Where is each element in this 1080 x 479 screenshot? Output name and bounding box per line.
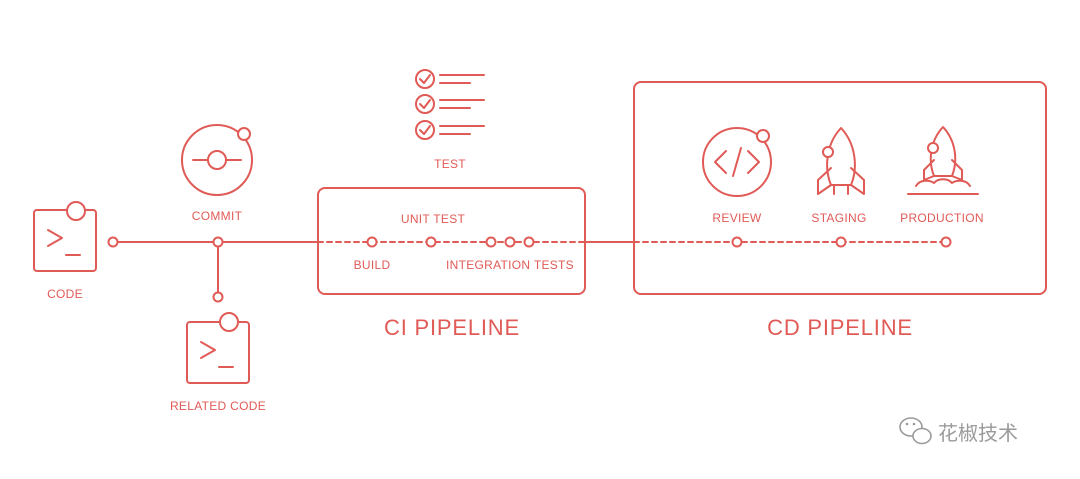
staging-label: STAGING — [811, 211, 866, 225]
cd-pipeline-box — [633, 81, 1047, 295]
ci-pipeline-box — [317, 187, 586, 295]
commit-label: COMMIT — [192, 209, 243, 223]
production-label: PRODUCTION — [900, 211, 984, 225]
unit-test-node — [425, 236, 437, 248]
commit-node — [212, 236, 224, 248]
review-label: REVIEW — [712, 211, 762, 225]
production-rocket-icon — [907, 126, 979, 195]
integration-tests-label: INTEGRATION TESTS — [446, 258, 574, 272]
ci-pipeline-title: CI PIPELINE — [384, 315, 520, 340]
integration-test-node-3 — [523, 236, 535, 248]
integration-test-node-2 — [504, 236, 516, 248]
test-label: TEST — [434, 157, 466, 171]
code-node — [107, 236, 119, 248]
wechat-icon — [899, 417, 932, 445]
review-code-icon — [702, 127, 772, 197]
integration-test-node-1 — [485, 236, 497, 248]
related-code-terminal-icon — [186, 312, 250, 384]
code-terminal-icon — [33, 201, 97, 272]
production-node — [940, 236, 952, 248]
build-label: BUILD — [354, 258, 391, 272]
unit-test-label: UNIT TEST — [401, 212, 466, 226]
commit-icon — [181, 124, 253, 196]
test-checklist-icon — [415, 69, 485, 140]
staging-rocket-icon — [817, 127, 865, 195]
build-node — [366, 236, 378, 248]
related-code-node — [212, 291, 224, 303]
review-node — [731, 236, 743, 248]
code-label: CODE — [47, 287, 83, 301]
related-code-label: RELATED CODE — [170, 399, 266, 413]
cd-pipeline-title: CD PIPELINE — [767, 315, 913, 340]
staging-node — [835, 236, 847, 248]
watermark-text: 花椒技术 — [938, 421, 1018, 445]
